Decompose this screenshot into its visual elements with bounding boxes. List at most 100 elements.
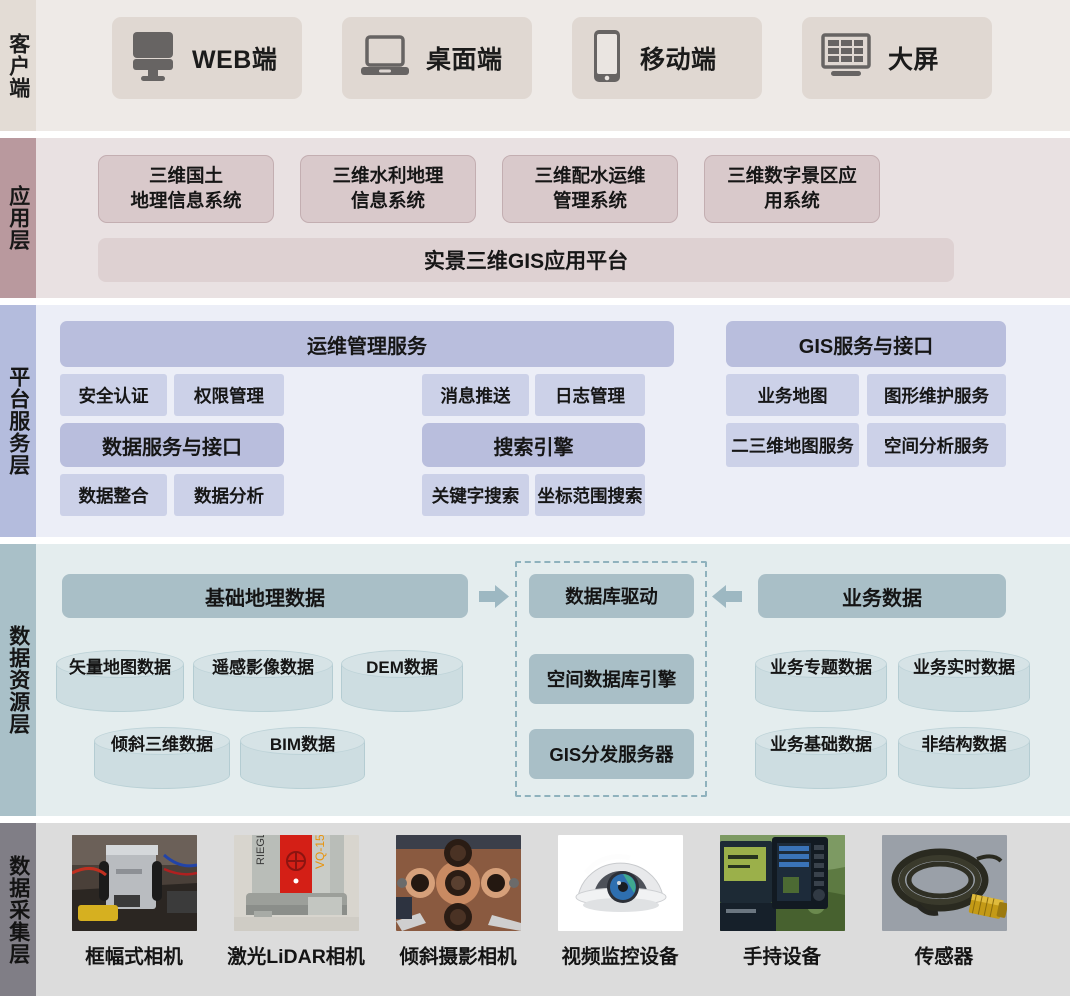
client-label-desktop: 桌面端 xyxy=(426,46,503,74)
cylinder-label: 矢量地图数据 xyxy=(69,657,171,677)
laptop-icon xyxy=(360,33,410,84)
lidar-scanner-photo: RIEGL VQ-1560 xyxy=(233,835,359,931)
layer-body-data-acquisition: 框幅式相机 RIEGL VQ-1560 xyxy=(36,823,1070,996)
database-group-dashed-border xyxy=(515,561,707,797)
layer-body-platform-service: 运维管理服务 安全认证 权限管理 消息推送 日志管理 数据服务与接口 搜索引擎 … xyxy=(36,305,1070,537)
acquisition-item-handheld[interactable]: 手持设备 xyxy=(712,835,852,969)
application-system-row: 三维国土地理信息系统 三维水利地理信息系统 三维配水运维管理系统 三维数字景区应… xyxy=(98,155,880,223)
platform-2d3d-map-service[interactable]: 二三维地图服务 xyxy=(726,423,859,467)
platform-search-engine[interactable]: 搜索引擎 xyxy=(422,423,645,467)
cylinder-business-realtime-data[interactable]: 业务实时数据 xyxy=(898,650,1030,712)
layer-data-acquisition: 数据采集层 xyxy=(0,823,1070,996)
mobile-phone-icon xyxy=(590,28,624,89)
platform-data-analysis[interactable]: 数据分析 xyxy=(174,474,284,516)
cylinder-label: 业务专题数据 xyxy=(770,657,872,677)
app-system-line1: 三维国土 xyxy=(148,165,223,187)
handheld-device-photo xyxy=(719,835,845,931)
app-system-line2: 用系统 xyxy=(764,190,820,211)
cylinder-top xyxy=(240,727,365,755)
platform-keyword-search[interactable]: 关键字搜索 xyxy=(422,474,529,516)
client-card-bigscreen[interactable]: 大屏 xyxy=(802,17,992,99)
cylinder-top xyxy=(755,727,887,755)
layer-label-application: 应用层 xyxy=(0,138,36,298)
cylinder-dem-data[interactable]: DEM数据 xyxy=(341,650,463,712)
cylinder-top xyxy=(898,727,1030,755)
layer-body-application: 三维国土地理信息系统 三维水利地理信息系统 三维配水运维管理系统 三维数字景区应… xyxy=(36,138,1070,298)
layer-body-client: WEB端 桌面端 移动端 xyxy=(36,0,1070,131)
data-gis-distribution-server[interactable]: GIS分发服务器 xyxy=(529,729,694,779)
app-platform-bar[interactable]: 实景三维GIS应用平台 xyxy=(98,238,954,282)
platform-gis-service-interface[interactable]: GIS服务与接口 xyxy=(726,321,1006,367)
acquisition-device-row: 框幅式相机 RIEGL VQ-1560 xyxy=(64,835,1014,969)
cylinder-unstructured-data[interactable]: 非结构数据 xyxy=(898,727,1030,789)
layer-client: 客户端 WEB端 桌面端 xyxy=(0,0,1070,131)
platform-message-push[interactable]: 消息推送 xyxy=(422,374,529,416)
large-screen-icon xyxy=(820,32,872,84)
client-label-web: WEB端 xyxy=(192,46,278,74)
platform-ops-management-service[interactable]: 运维管理服务 xyxy=(60,321,674,367)
data-base-geo-header[interactable]: 基础地理数据 xyxy=(62,574,468,618)
cylinder-label: 非结构数据 xyxy=(921,734,1007,754)
cylinder-label: 遥感影像数据 xyxy=(212,657,314,677)
cylinder-top xyxy=(755,650,887,678)
layer-label-data-resource: 数据资源层 xyxy=(0,544,36,816)
cylinder-top xyxy=(341,650,463,678)
client-card-mobile[interactable]: 移动端 xyxy=(572,17,762,99)
cylinder-label: 业务基础数据 xyxy=(770,734,872,754)
client-card-desktop[interactable]: 桌面端 xyxy=(342,17,532,99)
acquisition-item-sensor[interactable]: 传感器 xyxy=(874,835,1014,969)
acquisition-item-video-surveillance[interactable]: 视频监控设备 xyxy=(550,835,690,969)
app-system-water-distribution[interactable]: 三维配水运维管理系统 xyxy=(502,155,678,223)
acquisition-item-frame-camera[interactable]: 框幅式相机 xyxy=(64,835,204,969)
cylinder-top xyxy=(898,650,1030,678)
app-system-land-gis[interactable]: 三维国土地理信息系统 xyxy=(98,155,274,223)
oblique-camera-photo xyxy=(395,835,521,931)
sensor-cable-photo xyxy=(881,835,1007,931)
layer-label-client: 客户端 xyxy=(0,0,36,131)
arrow-right-icon xyxy=(479,585,509,613)
acquisition-item-lidar[interactable]: RIEGL VQ-1560 激光LiDAR相机 xyxy=(226,835,366,969)
layer-body-data-resource: 基础地理数据 数据库驱动 业务数据 空间数据库引擎 GIS分发服务器 矢量地图数… xyxy=(36,544,1070,816)
data-db-driver-header[interactable]: 数据库驱动 xyxy=(529,574,694,618)
cylinder-business-thematic-data[interactable]: 业务专题数据 xyxy=(755,650,887,712)
svg-text:RIEGL: RIEGL xyxy=(255,835,267,865)
platform-business-map[interactable]: 业务地图 xyxy=(726,374,859,416)
platform-data-service-interface[interactable]: 数据服务与接口 xyxy=(60,423,284,467)
client-label-mobile: 移动端 xyxy=(640,46,717,74)
app-system-line1: 三维数字景区应 xyxy=(727,165,857,187)
acquisition-label: 手持设备 xyxy=(742,946,821,968)
acquisition-item-oblique-camera[interactable]: 倾斜摄影相机 xyxy=(388,835,528,969)
frame-camera-photo xyxy=(71,835,197,931)
acquisition-label: 倾斜摄影相机 xyxy=(399,946,517,968)
platform-data-integration[interactable]: 数据整合 xyxy=(60,474,167,516)
app-system-digital-scenic[interactable]: 三维数字景区应用系统 xyxy=(704,155,880,223)
platform-security-auth[interactable]: 安全认证 xyxy=(60,374,167,416)
dome-camera-photo xyxy=(557,835,683,931)
cylinder-business-basic-data[interactable]: 业务基础数据 xyxy=(755,727,887,789)
cylinder-remote-sensing-image-data[interactable]: 遥感影像数据 xyxy=(193,650,333,712)
cylinder-bim-data[interactable]: BIM数据 xyxy=(240,727,365,789)
platform-coordinate-range-search[interactable]: 坐标范围搜索 xyxy=(535,474,645,516)
cylinder-top xyxy=(94,727,230,755)
client-label-bigscreen: 大屏 xyxy=(888,46,940,74)
app-system-line1: 三维水利地理 xyxy=(332,165,444,187)
app-system-line1: 三维配水运维 xyxy=(534,165,646,187)
app-system-water-gis[interactable]: 三维水利地理信息系统 xyxy=(300,155,476,223)
layer-platform-service: 平台服务层 运维管理服务 安全认证 权限管理 消息推送 日志管理 数据服务与接口… xyxy=(0,305,1070,537)
desktop-monitor-icon xyxy=(130,30,176,87)
client-card-web[interactable]: WEB端 xyxy=(112,17,302,99)
cylinder-label: 倾斜三维数据 xyxy=(111,734,213,754)
data-business-header[interactable]: 业务数据 xyxy=(758,574,1006,618)
platform-permission-management[interactable]: 权限管理 xyxy=(174,374,284,416)
cylinder-oblique-3d-data[interactable]: 倾斜三维数据 xyxy=(94,727,230,789)
cylinder-vector-map-data[interactable]: 矢量地图数据 xyxy=(56,650,184,712)
layer-data-resource: 数据资源层 基础地理数据 数据库驱动 业务数据 空间数据库引擎 GIS分发服务器 xyxy=(0,544,1070,816)
platform-log-management[interactable]: 日志管理 xyxy=(535,374,645,416)
platform-graphic-maintenance-service[interactable]: 图形维护服务 xyxy=(867,374,1006,416)
acquisition-label: 视频监控设备 xyxy=(561,946,679,968)
cylinder-top xyxy=(193,650,333,678)
data-spatial-db-engine[interactable]: 空间数据库引擎 xyxy=(529,654,694,704)
platform-spatial-analysis-service[interactable]: 空间分析服务 xyxy=(867,423,1006,467)
cylinder-label: DEM数据 xyxy=(366,657,438,677)
acquisition-label: 激光LiDAR相机 xyxy=(227,946,365,968)
